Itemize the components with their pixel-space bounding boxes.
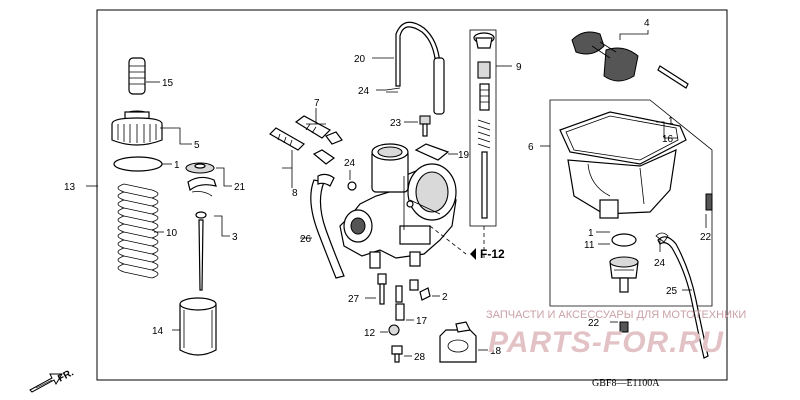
part-28-drain-screw [391,345,403,363]
callout-27: 27 [348,294,360,305]
guide-line [429,225,467,255]
callout-22-right: 22 [700,232,712,243]
part-22-bolt-right [705,193,713,211]
part-23-screw [419,115,431,137]
carburetor-body [339,143,457,269]
part-20-tube-end [433,57,445,115]
callout-25: 25 [666,286,678,297]
part-24-clip-mid [347,181,357,191]
part-24-clip-top [385,87,401,93]
part-14-throttle-slide [179,297,217,356]
callout-1-lower: 1 [588,228,594,239]
part-6-float-bowl [549,99,713,333]
callout-12: 12 [364,328,376,339]
leader-lines [86,30,707,357]
callout-13: 13 [64,182,76,193]
part-27-main-jet [377,273,387,305]
part-26-hose-end [317,173,335,187]
callout-23: 23 [390,118,402,129]
callout-18: 18 [490,346,502,357]
callout-24-mid: 24 [344,158,356,169]
part-19-plate [414,143,450,161]
callout-24-top: 24 [358,86,370,97]
part-22-bolt-bottom [619,321,629,333]
part-1-o-ring-left [113,156,163,172]
callout-1-right: 1 [668,116,674,127]
front-label: FR. [56,367,76,384]
part-5-top-cap [111,110,163,146]
part-3-jet-needle [195,211,207,291]
part-18-cover [439,321,477,363]
reference-f12: F-12 [470,247,505,261]
callout-24-right: 24 [654,258,666,269]
part-1-washer-and-21-clip [185,162,217,197]
part-9-starter-plunger [469,29,497,227]
callout-1-left: 1 [174,160,180,171]
callout-28: 28 [414,352,426,363]
callout-11: 11 [584,240,595,251]
watermark-logo: PARTS-FOR.RU [488,326,724,359]
callout-5: 5 [194,140,200,151]
part-25-drain-tube [657,236,709,359]
part-2-slow-jet [395,279,431,303]
callout-9: 9 [516,62,522,73]
part-26-drain-hose [310,179,345,279]
callout-8: 8 [292,188,298,199]
callout-7: 7 [314,98,320,109]
part-4-float [571,31,689,89]
callout-10: 10 [166,228,178,239]
diagram-frame [96,9,728,381]
callout-14: 14 [152,326,164,337]
callout-4: 4 [644,18,650,29]
callout-17: 17 [416,316,428,327]
part-7-8-pilot-screws [269,115,343,165]
callout-3: 3 [232,232,238,243]
part-11-o-ring [611,233,637,247]
part-24-clip-right [655,232,669,243]
diagram-code: GBF8—E1100A [592,378,660,389]
part-17-jet-holder [395,303,405,321]
callout-19: 19 [458,150,470,161]
callout-16: 16 [662,134,674,145]
callout-6: 6 [528,142,534,153]
reference-label: F-12 [480,247,505,261]
callout-22-bottom: 22 [588,318,600,329]
callout-15: 15 [162,78,174,89]
watermark-text: ЗАПЧАСТИ И АКСЕССУАРЫ ДЛЯ МОТОТЕХНИКИ [486,309,746,321]
callout-20: 20 [354,54,366,65]
part-12-washer [388,324,400,336]
front-direction-marker: FR. [29,367,76,393]
callout-2: 2 [442,292,448,303]
callout-26: 26 [300,234,312,245]
part-10-spring [117,183,159,279]
callout-21: 21 [234,182,246,193]
part-15-cap-nut [128,57,146,95]
